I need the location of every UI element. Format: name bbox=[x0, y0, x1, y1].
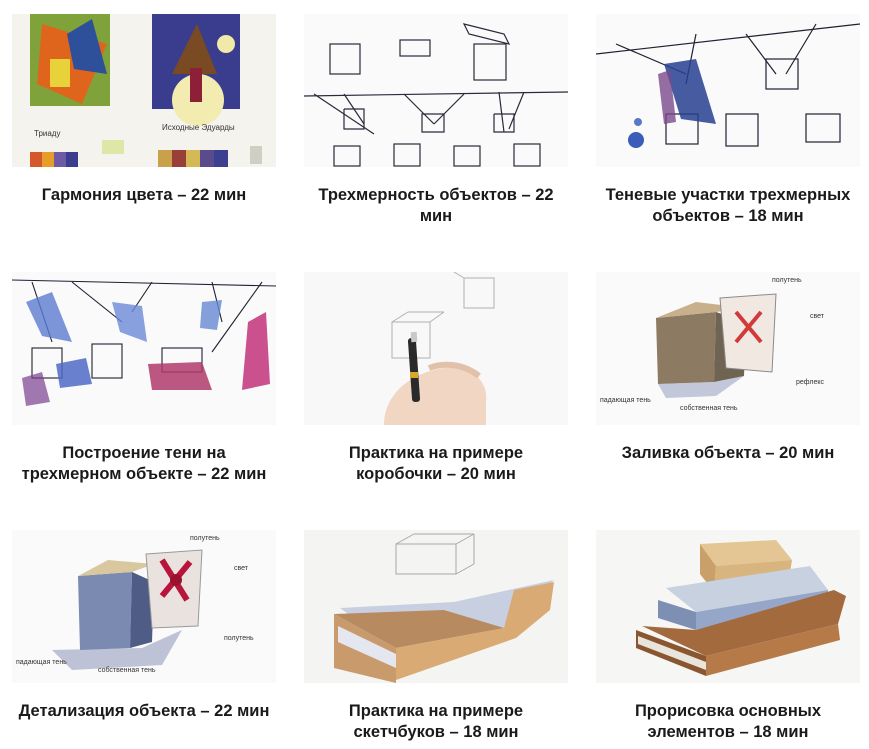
lesson-thumbnail[interactable] bbox=[304, 272, 568, 425]
lesson-title[interactable]: Теневые участки трехмерных объектов – 18… bbox=[605, 186, 851, 225]
lesson-title[interactable]: Практика на примере скетчбуков – 18 мин bbox=[348, 702, 524, 741]
lesson-card[interactable]: Практика на примере скетчбуков – 18 мин bbox=[304, 530, 568, 743]
lesson-card[interactable]: полутень свет собственная тень падающая … bbox=[12, 530, 276, 722]
sketchbook-practice-sketch bbox=[304, 530, 568, 683]
sketch-label: полутень bbox=[190, 535, 220, 542]
lesson-card[interactable]: Триаду Исходные Эдуарды Гармония цвета –… bbox=[12, 14, 276, 206]
lesson-thumbnail[interactable] bbox=[596, 530, 860, 683]
lesson-thumbnail[interactable]: полутень свет собственная тень падающая … bbox=[12, 530, 276, 683]
lesson-card[interactable]: Прорисовка основных элементов – 18 мин bbox=[596, 530, 860, 743]
lesson-title[interactable]: Трехмерность объектов – 22 мин bbox=[318, 186, 554, 225]
lesson-thumbnail[interactable] bbox=[304, 530, 568, 683]
lesson-card[interactable]: полутень свет собственная тень падающая … bbox=[596, 272, 860, 464]
lesson-card[interactable]: Практика на примере коробочки – 20 мин bbox=[304, 272, 568, 485]
lesson-card[interactable]: Трехмерность объектов – 22 мин bbox=[304, 14, 568, 227]
lesson-thumbnail[interactable]: Триаду Исходные Эдуарды bbox=[12, 14, 276, 167]
sketch-label: собственная тень bbox=[98, 666, 156, 674]
lesson-title[interactable]: Детализация объекта – 22 мин bbox=[18, 702, 270, 720]
lesson-title[interactable]: Гармония цвета – 22 мин bbox=[41, 186, 247, 204]
sketch-label: падающая тень bbox=[600, 397, 651, 404]
sketch-label: собственная тень bbox=[680, 404, 738, 412]
lesson-thumbnail[interactable]: полутень свет собственная тень падающая … bbox=[596, 272, 860, 425]
lesson-title[interactable]: Прорисовка основных элементов – 18 мин bbox=[634, 702, 822, 741]
lesson-thumbnail[interactable] bbox=[304, 14, 568, 167]
sketch-label: Исходные Эдуарды bbox=[162, 123, 235, 132]
sketch-label: свет bbox=[234, 565, 249, 572]
color-harmony-sketch: Триаду Исходные Эдуарды bbox=[12, 14, 276, 167]
sketch-label: падающая тень bbox=[16, 659, 67, 666]
sketch-label: Триаду bbox=[34, 129, 60, 138]
object-detail-sketch: полутень свет собственная тень падающая … bbox=[12, 530, 276, 683]
sketch-label: полутень bbox=[224, 635, 254, 642]
lesson-thumbnail[interactable] bbox=[12, 272, 276, 425]
sketch-label: полутень bbox=[772, 277, 802, 284]
shadow-areas-sketch bbox=[596, 14, 860, 167]
perspective-sketch bbox=[304, 14, 568, 167]
main-elements-sketch bbox=[596, 530, 860, 683]
lesson-card[interactable]: Построение тени на трехмерном объекте – … bbox=[12, 272, 276, 485]
lesson-title[interactable]: Заливка объекта – 20 мин bbox=[621, 444, 835, 462]
lesson-card[interactable]: Теневые участки трехмерных объектов – 18… bbox=[596, 14, 860, 227]
sketch-label: свет bbox=[810, 313, 825, 320]
fill-object-sketch: полутень свет собственная тень падающая … bbox=[596, 272, 860, 425]
sketch-label: рефлекс bbox=[796, 379, 825, 386]
lesson-thumbnail[interactable] bbox=[596, 14, 860, 167]
lesson-title[interactable]: Построение тени на трехмерном объекте – … bbox=[21, 444, 267, 483]
lesson-title[interactable]: Практика на примере коробочки – 20 мин bbox=[348, 444, 524, 483]
shadow-construction-sketch bbox=[12, 272, 276, 425]
box-practice-sketch bbox=[304, 272, 568, 425]
